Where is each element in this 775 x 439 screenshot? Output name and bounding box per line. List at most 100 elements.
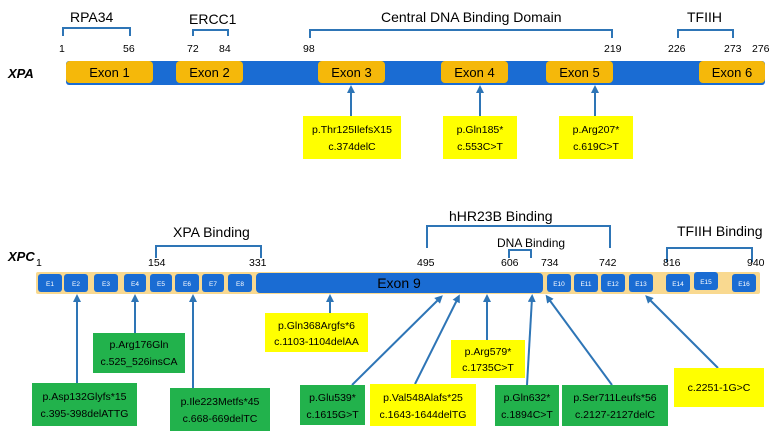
xpc-exon-9: Exon 9 — [256, 273, 543, 293]
xpc-exon-e15-label: E15 — [700, 279, 712, 286]
xpc-mutation-9-cdna: c.2127-2127delC — [575, 409, 655, 421]
xpc-exon-e4-label: E4 — [131, 281, 139, 288]
xpc-arrow-10 — [645, 295, 719, 369]
xpc-exon-e8: E8 — [228, 274, 252, 292]
xpc-mutation-10: c.2251-1G>C — [674, 368, 764, 407]
hhr23b-bracket — [426, 225, 611, 248]
xpc-exon-e7-label: E7 — [209, 281, 217, 288]
xpa-exon-5-label: Exon 5 — [559, 65, 599, 80]
xpc-exon-e11: E11 — [574, 274, 598, 292]
xpc-pos-154: 154 — [148, 257, 166, 269]
xpc-exon-e2-label: E2 — [72, 281, 80, 288]
xpc-mutation-4-cdna: c.1103-1104delAA — [274, 336, 359, 348]
xpa-exon-1: Exon 1 — [66, 61, 153, 83]
xpc-mutation-2-cdna: c.525_526insCA — [100, 356, 177, 368]
xpa-exon-6: Exon 6 — [699, 61, 765, 83]
xpa-mutation-1: p.Thr125IlefsX15 c.374delC — [303, 116, 401, 159]
xpc-exon-e16: E16 — [732, 274, 756, 292]
xpa-bar — [66, 61, 765, 85]
xpc-pos-742: 742 — [599, 257, 617, 269]
xpc-mutation-8: p.Gln632* c.1894C>T — [495, 385, 559, 426]
xpc-mutation-1: p.Asp132Glyfs*15 c.395-398delATTG — [32, 383, 137, 426]
xpc-exon-e16-label: E16 — [738, 281, 750, 288]
xpc-mutation-6-cdna: c.1643-1644delTG — [380, 409, 467, 421]
hhr23b-label: hHR23B Binding — [449, 208, 553, 224]
xpc-exon-e12-label: E12 — [607, 281, 619, 288]
xpc-mutation-5: p.Glu539* c.1615G>T — [300, 385, 365, 425]
xpa-pos-84: 84 — [219, 43, 231, 55]
rpa34-label: RPA34 — [70, 9, 114, 25]
xpc-mutation-7: p.Arg579* c.1735C>T — [451, 340, 525, 378]
xpc-arrow-5 — [351, 295, 443, 386]
xpc-mutation-1-protein: p.Asp132Glyfs*15 — [42, 391, 126, 403]
xpa-exon-1-label: Exon 1 — [89, 65, 129, 80]
xpc-mutation-9: p.Ser711Leufs*56 c.2127-2127delC — [562, 385, 668, 426]
dbd-bracket — [309, 29, 613, 38]
xpc-mutation-8-protein: p.Gln632* — [504, 392, 551, 404]
xpc-mutation-2-protein: p.Arg176Gln — [110, 339, 169, 351]
xpc-exon-e7: E7 — [202, 274, 224, 292]
xpc-exon-e14-label: E14 — [672, 281, 684, 288]
xpc-mutation-7-protein: p.Arg579* — [465, 346, 512, 358]
xpc-exon-9-label: Exon 9 — [377, 275, 421, 291]
xpc-pos-606: 606 — [501, 257, 519, 269]
xpc-exon-e13-label: E13 — [635, 281, 647, 288]
xpc-pos-734: 734 — [541, 257, 559, 269]
xpc-mutation-5-cdna: c.1615G>T — [306, 409, 359, 421]
xpc-exon-e6: E6 — [175, 274, 199, 292]
xpa-mutation-1-cdna: c.374delC — [328, 141, 376, 153]
tfiih-bracket-xpa — [677, 29, 734, 38]
xpa-mutation-3: p.Arg207* c.619C>T — [559, 116, 633, 159]
xpc-exon-e1: E1 — [38, 274, 62, 292]
xpc-pos-495: 495 — [417, 257, 435, 269]
xpa-binding-bracket — [155, 245, 262, 258]
xpc-pos-1: 1 — [36, 257, 42, 269]
dna-binding-bracket — [508, 249, 532, 258]
tfiih-label-xpa: TFIIH — [687, 9, 722, 25]
rpa34-bracket — [62, 27, 131, 36]
xpc-mutation-6-protein: p.Val548Alafs*25 — [383, 392, 463, 404]
xpc-exon-e11-label: E11 — [580, 281, 591, 288]
xpc-mutation-4: p.Gln368Argfs*6 c.1103-1104delAA — [265, 313, 368, 352]
xpc-exon-e13: E13 — [629, 274, 653, 292]
xpa-exon-6-label: Exon 6 — [712, 65, 752, 80]
xpa-mutation-2-cdna: c.553C>T — [457, 141, 503, 153]
xpc-mutation-1-cdna: c.395-398delATTG — [41, 408, 129, 420]
xpa-mutation-1-protein: p.Thr125IlefsX15 — [312, 124, 392, 136]
xpa-exon-3-label: Exon 3 — [331, 65, 371, 80]
xpc-mutation-7-cdna: c.1735C>T — [462, 362, 514, 374]
xpa-exon-2-label: Exon 2 — [189, 65, 229, 80]
xpc-mutation-9-protein: p.Ser711Leufs*56 — [573, 392, 656, 404]
ercc1-bracket — [192, 29, 229, 36]
xpc-gene-label: XPC — [7, 249, 35, 264]
xpc-exon-e14: E14 — [666, 274, 690, 292]
xpa-gene-label: XPA — [7, 66, 34, 81]
xpc-exon-e8-label: E8 — [236, 281, 244, 288]
xpc-mutation-2: p.Arg176Gln c.525_526insCA — [93, 333, 185, 373]
xpa-exon-2: Exon 2 — [176, 61, 243, 83]
xpa-exon-5: Exon 5 — [546, 61, 613, 83]
xpa-mutation-3-protein: p.Arg207* — [573, 124, 620, 136]
xpa-pos-72: 72 — [187, 43, 199, 55]
xpa-pos-98: 98 — [303, 43, 315, 55]
xpa-pos-273: 273 — [724, 43, 742, 55]
xpc-exon-e1-label: E1 — [46, 281, 54, 288]
xpa-binding-label: XPA Binding — [173, 224, 250, 240]
xpa-pos-226: 226 — [668, 43, 686, 55]
xpc-exon-e12: E12 — [601, 274, 625, 292]
xpc-exon-e3: E3 — [94, 274, 118, 292]
tfiih-binding-bracket — [666, 247, 753, 262]
xpc-exon-e6-label: E6 — [183, 281, 191, 288]
xpa-exon-4: Exon 4 — [441, 61, 508, 83]
xpc-exon-e15: E15 — [694, 272, 718, 290]
xpc-mutation-3: p.Ile223Metfs*45 c.668-669delTC — [170, 388, 270, 431]
xpa-pos-1: 1 — [59, 43, 65, 55]
ercc1-label: ERCC1 — [189, 11, 237, 27]
dna-binding-label: DNA Binding — [497, 236, 565, 250]
xpc-arrow-6 — [414, 294, 460, 385]
xpa-pos-219: 219 — [604, 43, 622, 55]
xpc-exon-e5: E5 — [150, 274, 172, 292]
xpc-exon-e10-label: E10 — [553, 281, 565, 288]
xpc-mutation-3-protein: p.Ile223Metfs*45 — [181, 396, 260, 408]
